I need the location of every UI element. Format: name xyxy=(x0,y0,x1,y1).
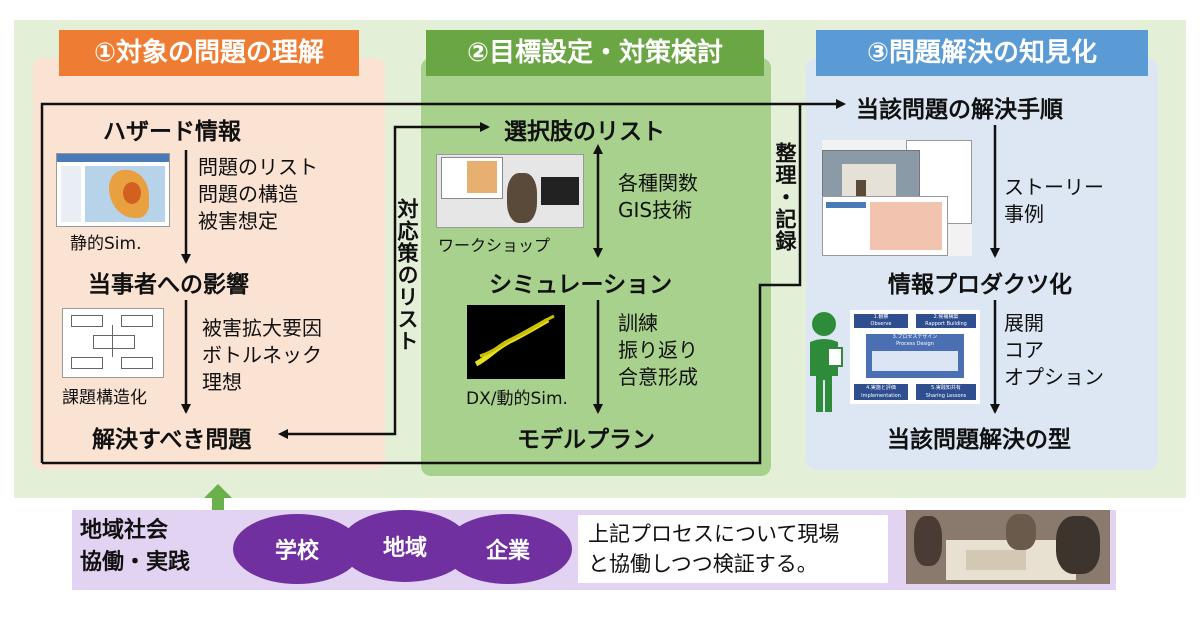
impact-item: 被害拡大要因 xyxy=(202,316,322,340)
product-item: オプション xyxy=(1004,365,1104,389)
product-item: コア xyxy=(1004,338,1044,362)
solution-type-label: 当該問題解決の型 xyxy=(887,427,1071,453)
step-implementation: 4.実施と評価 Implementation xyxy=(854,384,908,400)
hazard-item: 問題の構造 xyxy=(198,182,298,206)
options-item: GIS技術 xyxy=(618,198,693,222)
structuring-caption: 課題構造化 xyxy=(62,388,147,408)
community-title-line: 協働・実践 xyxy=(80,550,191,575)
loop-top-line xyxy=(40,99,846,463)
options-item: 各種関数 xyxy=(618,171,698,195)
info-productize-label: 情報プロダクツ化 xyxy=(888,272,1072,298)
community-title-line: 地域社会 xyxy=(80,518,169,543)
hazard-info-label: ハザード情報 xyxy=(103,119,241,145)
structure-diagram-thumbnail xyxy=(62,308,164,378)
step-label: 4.実施と評価 xyxy=(866,385,896,391)
step-rapport: 2.候補構築 Rapport Building xyxy=(916,314,976,328)
product-item: 展開 xyxy=(1004,311,1044,335)
hazard-map-thumbnail xyxy=(56,153,170,227)
community-photo xyxy=(906,510,1110,584)
step-process-design: 3.プロセスデザイン Process Design xyxy=(866,334,964,378)
step-observe: 1.観察 Observe xyxy=(854,314,908,328)
info-product-thumbnails xyxy=(822,140,972,256)
problem-to-solve-label: 解決すべき問題 xyxy=(92,427,252,453)
procedure-items: ストーリー 事例 xyxy=(1004,174,1104,228)
simulation-item: 合意形成 xyxy=(618,365,698,389)
header-knowledge: ③問題解決の知見化 xyxy=(816,30,1148,76)
note-box: 上記プロセスについて現場 と協働しつつ検証する。 xyxy=(578,515,888,583)
simulation-items: 訓練 振り返り 合意形成 xyxy=(618,310,698,391)
simulation-item: 訓練 xyxy=(618,311,658,335)
step-label: Process Design xyxy=(896,341,934,347)
school-pill: 学校 xyxy=(233,514,361,584)
hazard-item: 問題のリスト xyxy=(198,155,318,179)
step-label: 2.候補構築 xyxy=(933,314,959,320)
solution-procedure-label: 当該問題の解決手順 xyxy=(856,97,1063,123)
step-sharing: 5.実践知共有 Sharing Lessons xyxy=(916,384,976,400)
countermeasure-line xyxy=(278,122,490,439)
impact-item: 理想 xyxy=(202,370,242,394)
workshop-caption: ワークショップ xyxy=(438,236,551,255)
impact-item: ボトルネック xyxy=(202,343,322,367)
step-label: Rapport Building xyxy=(925,321,967,327)
dx-sim-caption: DX/動的Sim. xyxy=(466,389,568,409)
hazard-item: 被害想定 xyxy=(198,209,278,233)
organize-record-label: 整理・記録 xyxy=(773,142,797,252)
procedure-item: ストーリー xyxy=(1004,175,1104,199)
countermeasure-list-label: 対応策のリスト xyxy=(395,198,419,352)
impact-items: 被害拡大要因 ボトルネック 理想 xyxy=(202,315,322,396)
company-pill: 企業 xyxy=(444,514,572,584)
loop-bottom-line xyxy=(42,104,802,465)
step-label: 5.実践知共有 xyxy=(931,385,961,391)
workshop-photo xyxy=(436,154,584,228)
process-design-thumbnail: 1.観察 Observe 2.候補構築 Rapport Building 3.プ… xyxy=(850,310,980,404)
header-goal-setting: ②目標設定・対策検討 xyxy=(426,30,764,76)
simulation-label: シミュレーション xyxy=(489,272,673,298)
product-items: 展開 コア オプション xyxy=(1004,310,1104,391)
model-plan-label: モデルプラン xyxy=(517,427,655,453)
hazard-items: 問題のリスト 問題の構造 被害想定 xyxy=(198,154,318,235)
person-icon xyxy=(810,312,843,412)
options-list-label: 選択肢のリスト xyxy=(504,119,665,145)
step-label: 1.観察 xyxy=(873,314,889,320)
note-line: 上記プロセスについて現場 xyxy=(588,522,840,546)
procedure-item: 事例 xyxy=(1004,202,1044,226)
community-title: 地域社会 協働・実践 xyxy=(80,515,190,579)
step-label: Sharing Lessons xyxy=(925,393,967,399)
simulation-item: 振り返り xyxy=(618,338,698,362)
step-label: 3.プロセスデザイン xyxy=(892,334,938,340)
note-line: と協働しつつ検証する。 xyxy=(588,552,818,576)
dynamic-sim-image xyxy=(467,305,565,379)
step-label: Observe xyxy=(870,321,892,327)
impact-label: 当事者への影響 xyxy=(88,272,249,298)
options-items: 各種関数 GIS技術 xyxy=(618,170,698,224)
step-label: Implementation xyxy=(861,393,901,399)
header-understanding: ①対象の問題の理解 xyxy=(59,30,359,76)
static-sim-caption: 静的Sim. xyxy=(70,234,142,254)
